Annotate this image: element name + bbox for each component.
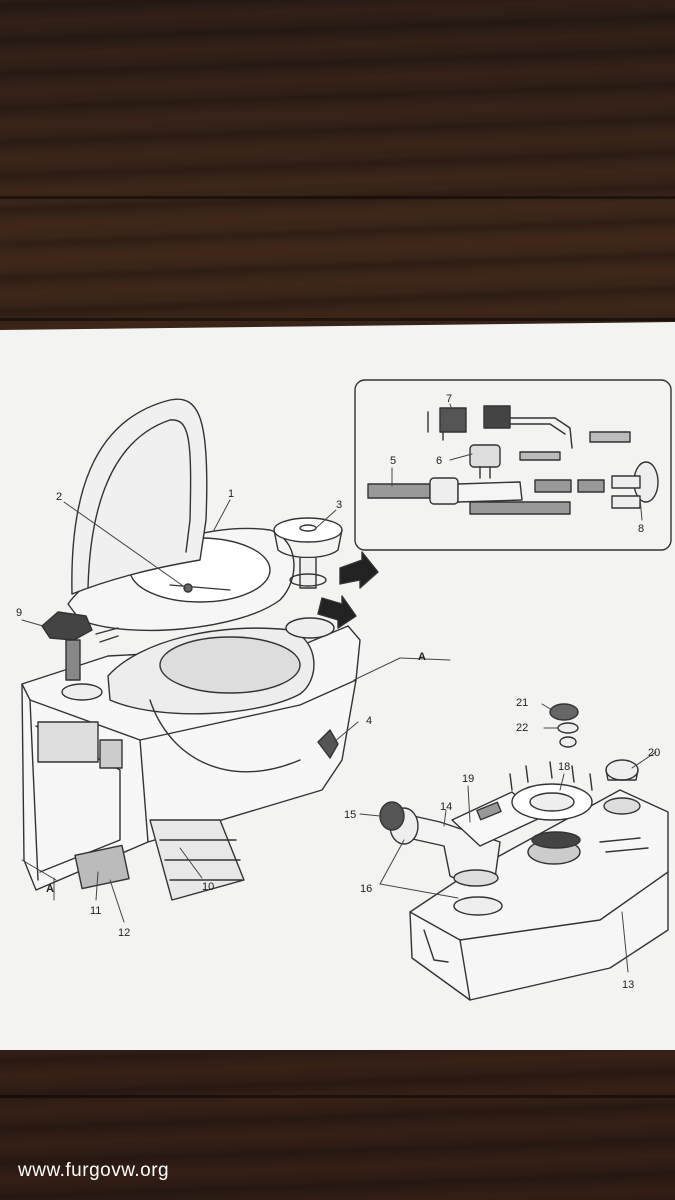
watermark-text: www.furgovw.org	[18, 1160, 170, 1181]
indicator-part-4	[317, 729, 339, 759]
part-label-18: 18	[558, 761, 570, 773]
part-label-14: 14	[440, 801, 452, 813]
cap-part-3	[273, 517, 343, 589]
part-label-22: 22	[516, 722, 528, 734]
wood-plank-seam	[0, 1095, 675, 1098]
section-marker-a: A	[46, 883, 54, 895]
part-label-13: 13	[622, 979, 634, 991]
part-label-12: 12	[118, 927, 130, 939]
part-label-4: 4	[366, 715, 372, 727]
gasket-part-18	[509, 761, 593, 849]
part-label-8: 8	[638, 523, 644, 535]
part-label-15: 15	[344, 809, 356, 821]
part-label-16: 16	[360, 883, 372, 895]
part-label-5: 5	[390, 455, 396, 467]
inset-detail-frame	[354, 379, 672, 551]
connector-part-7	[427, 405, 573, 449]
wood-plank-seam	[0, 318, 675, 321]
waste-tank-part-13	[409, 789, 669, 1001]
knob-part-9	[41, 611, 119, 701]
part-label-6: 6	[436, 455, 442, 467]
part-label-1: 1	[228, 488, 234, 500]
seal-part-22	[557, 722, 579, 748]
part-label-9: 9	[16, 607, 22, 619]
fitting-part-8	[611, 461, 659, 509]
vent-cap-part-20	[605, 759, 639, 781]
part-label-21: 21	[516, 697, 528, 709]
section-marker-a: A	[418, 651, 426, 663]
part-label-10: 10	[202, 881, 214, 893]
filler-opening	[285, 617, 335, 639]
part-label-20: 20	[648, 747, 660, 759]
wood-plank-seam	[0, 196, 675, 199]
part-label-7: 7	[446, 393, 452, 405]
hose-part-5	[367, 477, 605, 515]
leader-lines	[21, 403, 657, 973]
toilet-bowl	[107, 627, 315, 773]
insert-arrow	[339, 551, 379, 589]
insert-arrow	[317, 595, 357, 629]
cap-part-21	[549, 703, 579, 721]
part-label-19: 19	[462, 773, 474, 785]
part-label-3: 3	[336, 499, 342, 511]
part-label-2: 2	[56, 491, 62, 503]
toilet-lid	[71, 398, 208, 595]
spout-part-14	[379, 801, 501, 887]
valve-part-6	[469, 431, 631, 479]
part-label-11: 11	[90, 905, 101, 917]
